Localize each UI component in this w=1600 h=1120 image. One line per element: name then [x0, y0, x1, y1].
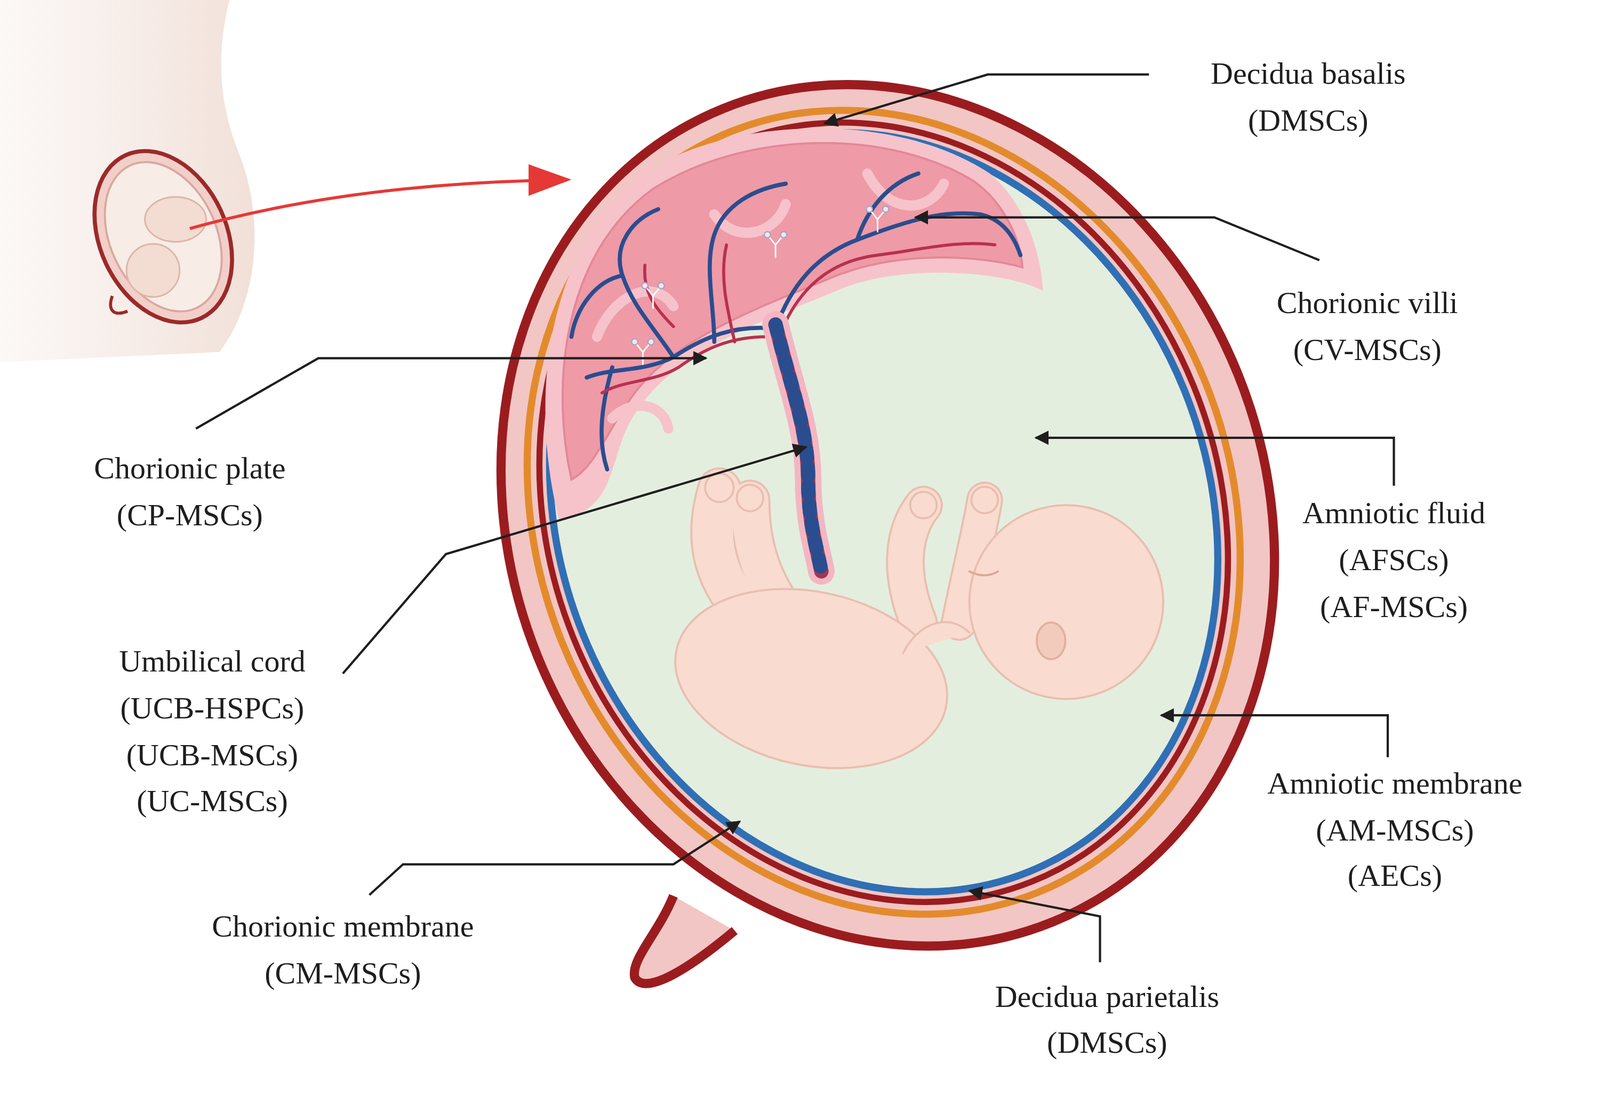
part-name: Chorionic villi	[1276, 284, 1459, 322]
part-name: Decidua parietalis	[995, 978, 1220, 1016]
cell-type: (CV-MSCs)	[1293, 331, 1442, 369]
cell-type: (CM-MSCs)	[264, 954, 421, 992]
cell-type: (AF-MSCs)	[1320, 588, 1468, 626]
mother-silhouette	[0, 0, 259, 363]
cell-type: (AECs)	[1347, 857, 1443, 895]
cell-type: (CP-MSCs)	[116, 496, 263, 534]
part-name: Chorionic membrane	[211, 907, 474, 946]
cell-type: (UCB-HSPCs)	[120, 689, 305, 727]
part-name: Chorionic plate	[93, 449, 286, 487]
cell-type: (UC-MSCs)	[136, 782, 288, 820]
part-name: Amniotic fluid	[1302, 494, 1486, 532]
part-name: Amniotic membrane	[1267, 764, 1523, 803]
uterus-wall	[373, 0, 1403, 1064]
cell-type: (DMSCs)	[1046, 1024, 1168, 1062]
cell-type: (UCB-MSCs)	[126, 736, 299, 774]
fetus	[658, 473, 1164, 792]
leader-lines	[195, 74, 1394, 963]
cell-type: (DMSCs)	[1248, 101, 1369, 140]
cell-type: (AFSCs)	[1338, 541, 1449, 579]
part-name: Decidua basalis	[1210, 54, 1406, 93]
part-name: Umbilical cord	[118, 642, 306, 680]
umbilical-cord	[775, 324, 822, 572]
cell-type: (AM-MSCs)	[1315, 811, 1475, 850]
zoom-arrow	[189, 164, 572, 229]
